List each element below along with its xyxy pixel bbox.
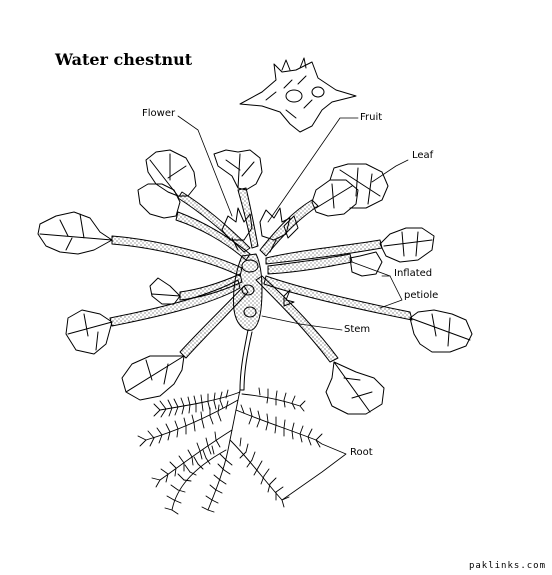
petioles bbox=[109, 187, 413, 363]
flower-cluster bbox=[221, 207, 299, 253]
fruit-drawing bbox=[239, 57, 357, 133]
label-petiole: petiole bbox=[404, 290, 439, 301]
label-flower: Flower bbox=[142, 108, 176, 119]
roots bbox=[137, 387, 323, 515]
label-stem: Stem bbox=[344, 324, 371, 335]
leader-lines bbox=[177, 115, 409, 501]
source-credit: paklinks.com bbox=[468, 561, 546, 571]
leaves bbox=[37, 149, 473, 415]
stem-drawing bbox=[233, 253, 295, 391]
diagram-title: Water chestnut bbox=[55, 50, 193, 69]
label-fruit: Fruit bbox=[360, 112, 383, 123]
label-leaf: Leaf bbox=[412, 150, 434, 161]
label-root: Root bbox=[350, 447, 373, 458]
label-inflated: Inflated bbox=[394, 268, 433, 279]
